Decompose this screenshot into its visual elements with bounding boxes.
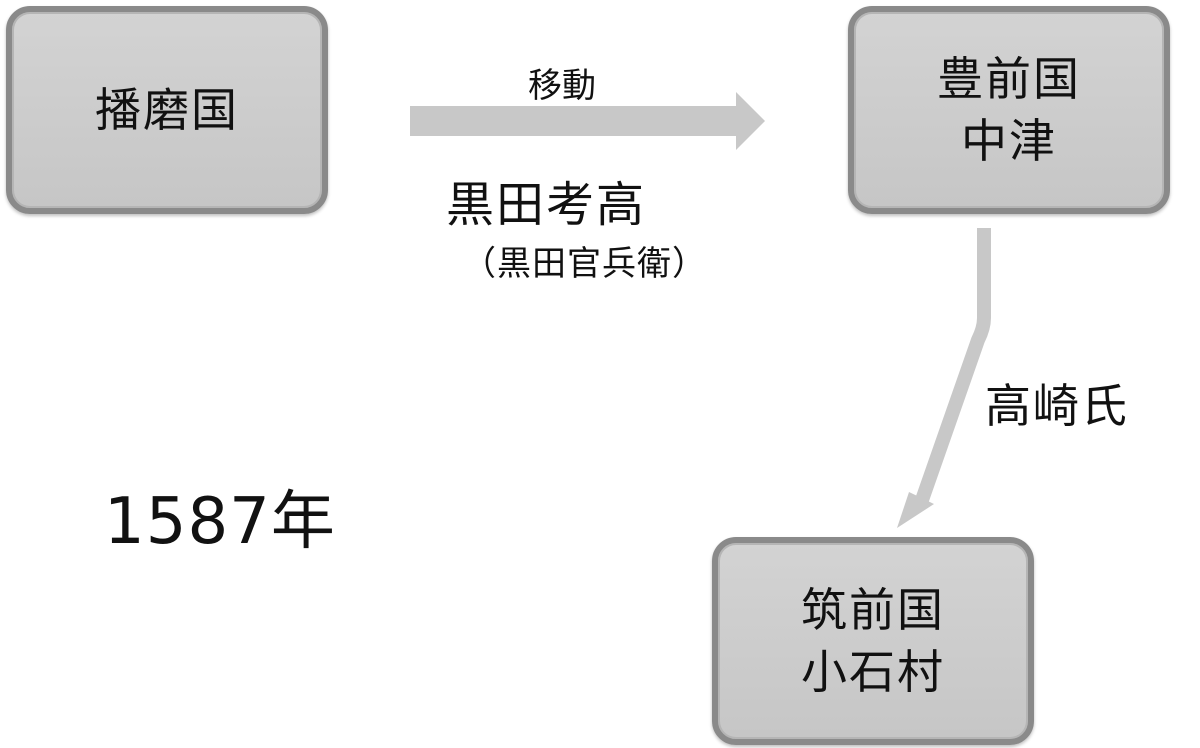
- person-alias-label: （黒田官兵衛）: [462, 244, 707, 284]
- arrow-buzen-to-chikuzen: [897, 228, 991, 528]
- clan-label: 高崎氏: [985, 379, 1129, 433]
- box-buzen-nakatsu: 豊前国 中津: [848, 6, 1170, 214]
- box-nakatsu-label: 中津: [961, 114, 1057, 168]
- box-chikuzen-koishimura: 筑前国 小石村: [712, 537, 1034, 745]
- move-label: 移動: [528, 66, 596, 106]
- box-buzen-label: 豊前国: [937, 52, 1081, 106]
- person-name-label: 黒田考高: [446, 177, 647, 233]
- box-koishimura-label: 小石村: [801, 645, 945, 699]
- arrow-harima-to-buzen: [410, 92, 765, 150]
- box-harima-province: 播磨国: [6, 6, 328, 214]
- year-label: 1587年: [104, 485, 336, 559]
- box-chikuzen-label: 筑前国: [801, 583, 945, 637]
- box-harima-label: 播磨国: [95, 83, 239, 137]
